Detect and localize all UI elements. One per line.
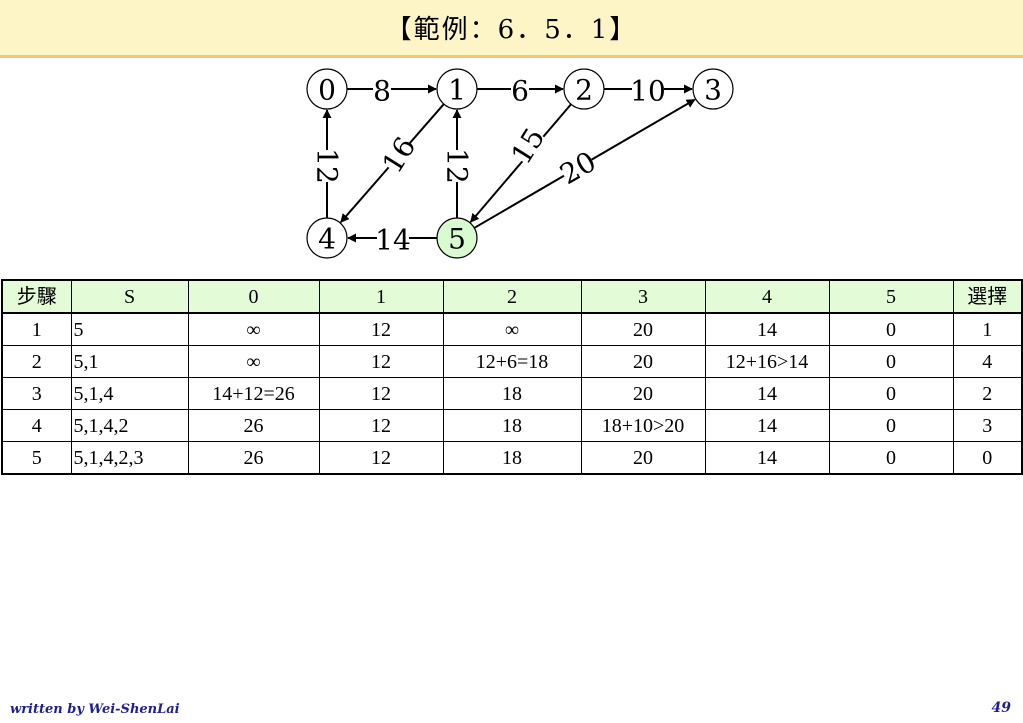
edge-label-bg <box>313 150 341 182</box>
edge-weight-label: 12 <box>311 148 344 184</box>
table-cell: 5,1,4 <box>70 377 189 410</box>
table-cell: 14 <box>704 409 830 442</box>
table-cell: 12 <box>318 377 444 410</box>
edge-weight-label: 15 <box>505 122 552 170</box>
header-node-0: 0 <box>187 279 320 314</box>
node-3-label: 3 <box>704 74 722 107</box>
header-node-2: 2 <box>442 279 582 314</box>
table-row: 3 5,1,4 14+12=26 12 18 20 14 0 2 <box>1 377 1023 410</box>
table-cell: ∞ <box>187 345 320 378</box>
table-cell: 14 <box>704 312 830 346</box>
table-cell: 20 <box>580 345 706 378</box>
edge-weight-label: 6 <box>511 75 529 108</box>
table-cell: 26 <box>187 441 320 475</box>
node-2-circle <box>563 68 605 110</box>
table-row: 4 5,1,4,2 26 12 18 18+10>20 14 0 3 <box>1 409 1023 442</box>
header-node-5: 5 <box>828 279 954 314</box>
edge-label-bg <box>377 226 409 254</box>
table-cell: 12 <box>318 409 444 442</box>
table-cell: 0 <box>828 377 954 410</box>
node-1-circle <box>436 68 478 110</box>
node-4-circle <box>306 217 348 259</box>
table-cell: 18 <box>442 377 582 410</box>
header-choice: 選擇 <box>952 279 1023 314</box>
table-cell: 5,1 <box>70 345 189 378</box>
table-cell: 5,1,4,2 <box>70 409 189 442</box>
edge-label-bg <box>378 134 420 176</box>
header-node-3: 3 <box>580 279 706 314</box>
table-cell: 3 <box>1 377 72 410</box>
table-cell: 5,1,4,2,3 <box>70 441 189 475</box>
table-cell: 18 <box>442 441 582 475</box>
title-bar: 【範例：6．5．1】 <box>0 0 1023 58</box>
table-cell: 0 <box>828 441 954 475</box>
table-row: 1 5 ∞ 12 ∞ 20 14 0 1 <box>1 312 1023 346</box>
edge-weight-label: 14 <box>375 224 411 257</box>
table-cell: 12+6=18 <box>442 345 582 378</box>
table-cell: 4 <box>952 345 1023 378</box>
slide-title: 【範例：6．5．1】 <box>385 15 638 45</box>
table-cell: 14 <box>704 377 830 410</box>
edge-label-bg <box>557 147 599 189</box>
edge-label-bg <box>373 77 391 105</box>
edge-label-bg <box>507 125 549 167</box>
table-header-row: 步驟 S 0 1 2 3 4 5 選擇 <box>1 279 1023 314</box>
table-cell: 0 <box>828 409 954 442</box>
edge-label-bg <box>632 77 664 105</box>
table-cell: 12 <box>318 312 444 346</box>
table-cell: 14+12=26 <box>187 377 320 410</box>
header-node-1: 1 <box>318 279 444 314</box>
table-cell: 1 <box>952 312 1023 346</box>
edge-weight-label: 10 <box>630 75 666 108</box>
table-cell: 20 <box>580 312 706 346</box>
table-cell: 14 <box>704 441 830 475</box>
author-credit: written by Wei-ShenLai <box>10 702 180 717</box>
table-cell: 4 <box>1 409 72 442</box>
header-set-s: S <box>70 279 189 314</box>
edge-weight-label: 8 <box>373 75 391 108</box>
edge-weight-label: 20 <box>554 145 601 191</box>
node-0-circle <box>306 68 348 110</box>
edge-label-bg <box>443 150 471 182</box>
node-5-label: 5 <box>448 223 466 256</box>
table-cell: ∞ <box>187 312 320 346</box>
table-cell: 26 <box>187 409 320 442</box>
edge-weight-label: 12 <box>441 148 474 184</box>
table-cell: 12 <box>318 441 444 475</box>
table-cell: 3 <box>952 409 1023 442</box>
table-cell: 0 <box>952 441 1023 475</box>
node-2-label: 2 <box>575 74 593 107</box>
node-0-label: 0 <box>318 74 336 107</box>
table-cell: 1 <box>1 312 72 346</box>
edge-2-5 <box>469 103 572 223</box>
table-cell: 18+10>20 <box>580 409 706 442</box>
table-cell: 5 <box>1 441 72 475</box>
table-cell: 5 <box>70 312 189 346</box>
table-cell: 0 <box>828 345 954 378</box>
table-cell: 12 <box>318 345 444 378</box>
edge-weight-label: 16 <box>376 131 423 179</box>
node-4-label: 4 <box>318 223 336 256</box>
table-row: 5 5,1,4,2,3 26 12 18 20 14 0 0 <box>1 441 1023 475</box>
header-step: 步驟 <box>1 279 72 314</box>
dijkstra-steps-table: 步驟 S 0 1 2 3 4 5 選擇 1 5 ∞ 12 ∞ 20 14 0 1… <box>1 279 1023 475</box>
table-cell: 2 <box>1 345 72 378</box>
node-3-circle <box>692 68 734 110</box>
node-1-label: 1 <box>448 74 466 107</box>
table-row: 2 5,1 ∞ 12 12+6=18 20 12+16>14 0 4 <box>1 345 1023 378</box>
table-cell: 20 <box>580 377 706 410</box>
table-cell: 18 <box>442 409 582 442</box>
table-cell: ∞ <box>442 312 582 346</box>
table-cell: 20 <box>580 441 706 475</box>
node-5-circle <box>436 217 478 259</box>
table-cell: 12+16>14 <box>704 345 830 378</box>
table-cell: 0 <box>828 312 954 346</box>
header-node-4: 4 <box>704 279 830 314</box>
edge-label-bg <box>511 77 529 105</box>
table-cell: 2 <box>952 377 1023 410</box>
page-number: 49 <box>991 700 1011 716</box>
